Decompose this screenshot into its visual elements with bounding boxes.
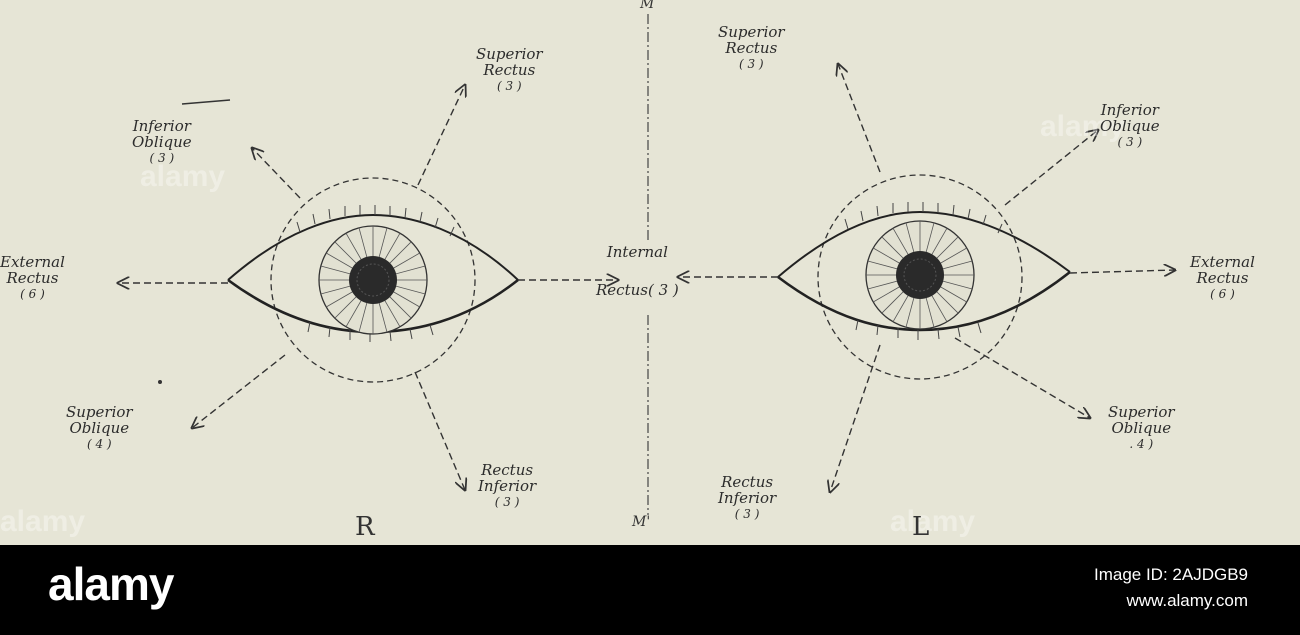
right-eye-side-label: R [355,512,375,542]
print-dot [158,380,162,384]
right-eye-arrows [118,85,618,490]
arrow-right-superior-rectus [417,85,465,186]
right-eye-upper-lid [227,213,519,281]
arrow-left-inferior-oblique [1004,130,1098,206]
watermark: alamy [1040,110,1126,143]
eye-muscle-diagram: alamy alamy alamy alamy M M' Superior Re… [0,0,1300,542]
label-left-rectus-inferior: Rectus Inferior ( 3 ) [718,473,777,521]
watermark: alamy [140,160,226,193]
left-eye-pupil-texture [903,258,937,292]
label-right-superior-rectus: Superior Rectus ( 3 ) [476,45,543,93]
left-eye-lower-lashes [855,319,982,340]
left-eye-globe [817,174,1023,380]
arrow-left-superior-rectus [838,64,881,173]
arrow-left-superior-oblique [954,337,1090,418]
left-eye-side-label: L [912,512,930,542]
watermark: alamy [890,505,976,538]
right-eye-pupil [349,256,397,304]
label-right-superior-oblique: Superior Oblique ( 4 ) [66,403,133,451]
site-url-text: www.alamy.com [1126,591,1248,610]
left-eye [777,174,1071,380]
arrow-right-inferior-oblique [252,148,301,199]
arrow-right-superior-oblique [192,354,286,428]
right-eye-pupil-texture [356,263,390,297]
left-eye-upper-lashes [844,202,1003,234]
stock-footer-bar: alamy Image ID: 2AJDGB9 www.alamy.com [0,545,1300,635]
right-eye-globe [270,177,476,383]
label-left-superior-rectus: Superior Rectus ( 3 ) [718,23,785,71]
right-eye-upper-lashes [296,205,455,237]
label-internal-rectus: Internal Rectus( 3 ) [596,243,679,299]
label-right-rectus-inferior: Rectus Inferior ( 3 ) [478,461,537,509]
label-left-superior-oblique: Superior Oblique . 4 ) [1108,403,1175,451]
arrow-left-external-rectus [1069,270,1175,273]
label-right-external-rectus: External Rectus ( 6 ) [0,253,65,301]
alamy-logo: alamy [48,558,174,610]
label-left-inferior-oblique: Inferior Oblique ( 3 ) [1100,101,1160,149]
left-eye-upper-lid [777,210,1071,278]
left-eye-lower-lid [777,270,1071,332]
diagram-drawing [0,14,1300,515]
midline-bottom-label: M' [632,514,651,530]
image-id-text: Image ID: 2AJDGB9 [1093,565,1248,584]
label-left-external-rectus: External Rectus ( 6 ) [1190,253,1255,301]
print-overline [181,99,231,105]
left-eye-pupil [896,251,944,299]
arrow-left-rectus-inferior [830,344,881,492]
right-eye [227,177,519,383]
label-right-inferior-oblique: Inferior Oblique ( 3 ) [132,117,192,165]
left-eye-arrows [678,64,1175,492]
midline-top-label: M [640,0,655,12]
arrow-right-rectus-inferior [414,371,465,490]
watermark: alamy [0,505,86,538]
